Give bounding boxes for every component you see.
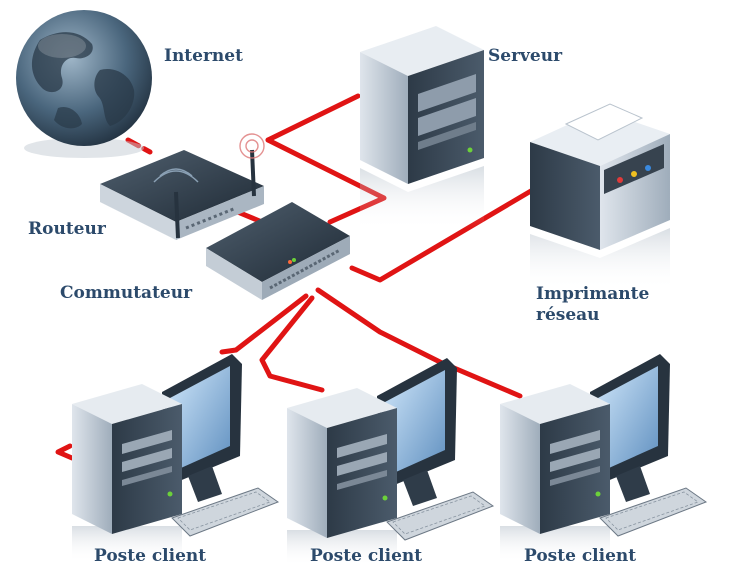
label-switch: Commutateur xyxy=(60,283,193,303)
label-router: Routeur xyxy=(28,219,106,239)
switch-icon xyxy=(206,202,350,300)
label-printer-line1: Imprimante xyxy=(536,284,650,304)
router-icon xyxy=(100,133,265,240)
label-printer: Imprimante réseau xyxy=(536,284,649,326)
printer-icon xyxy=(530,103,670,290)
workstation-icon xyxy=(71,353,279,563)
label-client-2: Poste client xyxy=(310,546,423,566)
label-client-3: Poste client xyxy=(524,546,637,566)
label-client-1: Poste client xyxy=(94,546,207,566)
label-internet: Internet xyxy=(164,46,243,66)
label-server: Serveur xyxy=(488,46,563,66)
label-printer-line2: réseau xyxy=(536,305,600,325)
workstation-icon xyxy=(499,353,707,563)
server-icon xyxy=(360,26,484,230)
globe-icon xyxy=(16,10,152,158)
network-cables xyxy=(55,93,539,461)
